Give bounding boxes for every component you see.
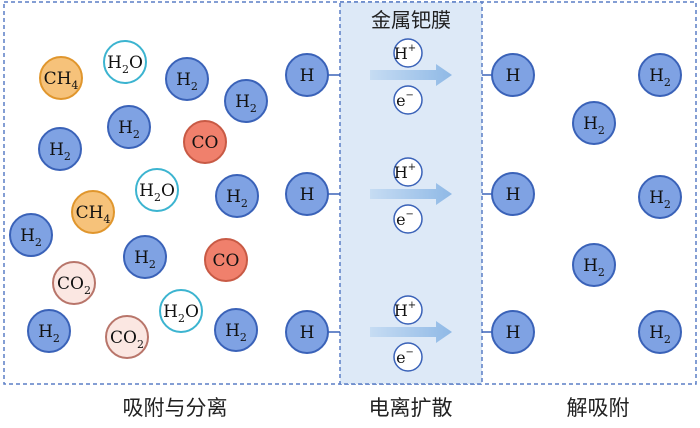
h-atom-feed-2: H xyxy=(285,310,329,354)
svg-text:e−: e− xyxy=(396,347,414,367)
co-molecule-12: CO xyxy=(204,238,248,282)
h2o-molecule-15: H2O xyxy=(159,289,203,333)
molecule-label: CO xyxy=(213,251,240,271)
molecule-label: H2 xyxy=(225,321,247,344)
h2-desorbed-1: H2 xyxy=(572,101,616,145)
h-atom-permeate-1: H xyxy=(491,172,535,216)
h2-molecule-10: H2 xyxy=(9,213,53,257)
svg-text:e−: e− xyxy=(396,209,414,229)
caption-adsorption-separation: 吸附与分离 xyxy=(122,396,228,420)
molecule-label: H2 xyxy=(49,140,71,163)
diffusion-arrow-2 xyxy=(370,321,452,343)
molecule-label: H2 xyxy=(649,188,671,211)
co2-molecule-16: CO2 xyxy=(105,315,149,359)
h2-molecule-14: H2 xyxy=(27,309,71,353)
molecule-label: H xyxy=(300,185,315,205)
molecule-label: H2 xyxy=(235,92,257,115)
molecule-label: H2 xyxy=(20,226,42,249)
molecule-label: H xyxy=(506,323,521,343)
molecule-label: H2 xyxy=(226,187,248,210)
molecule-label: H xyxy=(506,66,521,86)
molecule-label: CO2 xyxy=(57,274,91,297)
electron-1: e− xyxy=(393,204,423,234)
caption-ionization-diffusion: 电离扩散 xyxy=(368,396,453,420)
electron-2: e− xyxy=(393,342,423,372)
molecule-label: H2 xyxy=(176,70,198,93)
h2-molecule-8: H2 xyxy=(215,174,259,218)
molecule-label: CO2 xyxy=(110,328,144,351)
h2-desorbed-4: H2 xyxy=(638,310,682,354)
h2-molecule-5: H2 xyxy=(107,105,151,149)
svg-text:H+: H+ xyxy=(394,162,416,182)
molecule-label: H2 xyxy=(649,323,671,346)
proton-ion-0: H+ xyxy=(393,38,423,68)
molecule-label: H xyxy=(300,323,315,343)
molecule-label: H2O xyxy=(163,302,199,325)
molecule-label: H2 xyxy=(118,118,140,141)
proton-ion-2: H+ xyxy=(393,295,423,325)
molecule-label: H2O xyxy=(139,181,175,204)
molecule-label: CH4 xyxy=(76,203,111,226)
h-atom-feed-1: H xyxy=(285,172,329,216)
h2-molecule-2: H2 xyxy=(165,57,209,101)
h2-molecule-17: H2 xyxy=(214,308,258,352)
molecule-label: H2 xyxy=(38,322,60,345)
h2-desorbed-3: H2 xyxy=(572,243,616,287)
ch4-molecule-0: CH4 xyxy=(39,56,83,100)
membrane-title: 金属钯膜 xyxy=(371,8,451,32)
svg-text:H+: H+ xyxy=(394,300,416,320)
h2-molecule-11: H2 xyxy=(123,235,167,279)
molecule-label: H2 xyxy=(583,114,605,137)
h2o-molecule-7: H2O xyxy=(135,168,179,212)
svg-text:e−: e− xyxy=(396,90,414,110)
co2-molecule-13: CO2 xyxy=(52,261,96,305)
h2-molecule-3: H2 xyxy=(224,79,268,123)
h2-desorbed-2: H2 xyxy=(638,175,682,219)
molecule-label: H2 xyxy=(134,248,156,271)
molecule-label: H2O xyxy=(107,53,143,76)
molecule-label: H xyxy=(300,66,315,86)
h-atom-permeate-0: H xyxy=(491,53,535,97)
diffusion-arrow-0 xyxy=(370,64,452,86)
proton-ion-1: H+ xyxy=(393,157,423,187)
h-atom-feed-0: H xyxy=(285,53,329,97)
h2-desorbed-0: H2 xyxy=(638,53,682,97)
svg-text:H+: H+ xyxy=(394,43,416,63)
ch4-molecule-9: CH4 xyxy=(71,190,115,234)
h2-molecule-4: H2 xyxy=(38,127,82,171)
molecule-label: H xyxy=(506,185,521,205)
molecule-label: H2 xyxy=(583,256,605,279)
co-molecule-6: CO xyxy=(183,120,227,164)
molecule-label: CO xyxy=(192,133,219,153)
caption-desorption: 解吸附 xyxy=(566,396,630,420)
molecule-label: H2 xyxy=(649,66,671,89)
h-atom-permeate-2: H xyxy=(491,310,535,354)
electron-0: e− xyxy=(393,85,423,115)
molecule-label: CH4 xyxy=(44,69,79,92)
h2o-molecule-1: H2O xyxy=(103,40,147,84)
diffusion-arrow-1 xyxy=(370,183,452,205)
